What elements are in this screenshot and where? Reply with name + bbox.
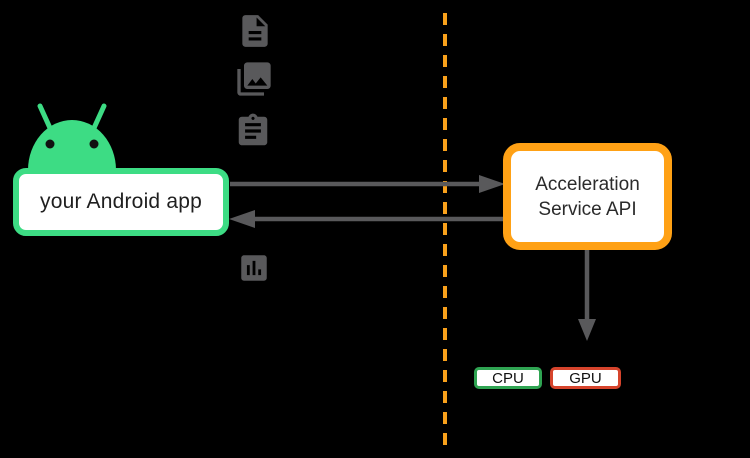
gpu-label: GPU <box>569 369 602 387</box>
app-to-service-arrow <box>230 175 505 193</box>
cpu-label: CPU <box>492 369 524 387</box>
process-boundary-dashed-line <box>443 13 447 445</box>
cpu-chip: CPU <box>474 367 542 389</box>
acceleration-service-api-box: Acceleration Service API <box>503 143 672 250</box>
android-app-box: your Android app <box>13 168 229 236</box>
service-to-hardware-arrow <box>578 250 596 341</box>
android-app-label: your Android app <box>40 190 202 213</box>
gpu-chip: GPU <box>550 367 621 389</box>
clipboard-task-icon <box>234 112 272 150</box>
photo-library-icon <box>234 59 274 99</box>
bar-chart-icon <box>237 251 271 285</box>
document-file-icon <box>236 12 274 50</box>
android-robot-icon <box>24 98 120 170</box>
service-to-app-arrow <box>229 210 504 228</box>
service-box-label-line1: Acceleration <box>535 173 640 195</box>
service-box-label-line2: Service API <box>538 198 637 220</box>
